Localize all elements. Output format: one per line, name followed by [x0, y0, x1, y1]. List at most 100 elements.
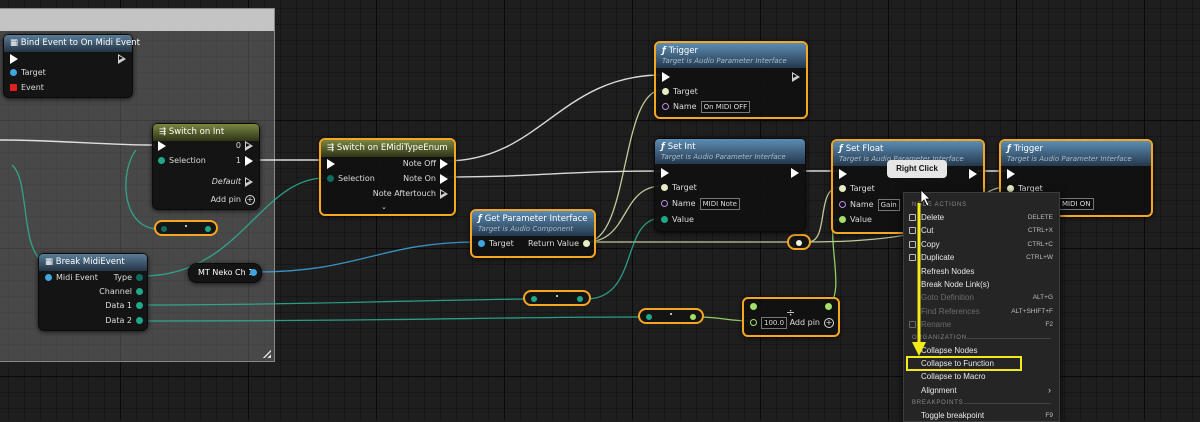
node-neko-variable[interactable]: MT Neko Ch 1	[188, 263, 262, 283]
node-break-midievent[interactable]: ▦ Break MidiEvent Midi Event Type Channe…	[38, 253, 148, 331]
target-pin[interactable]	[662, 88, 669, 95]
exec-out-pin[interactable]	[245, 176, 253, 187]
reroute-knot[interactable]	[787, 234, 811, 250]
exec-out-pin[interactable]	[792, 71, 800, 82]
name-value-field[interactable]: On MIDI OFF	[700, 100, 751, 113]
add-pin-button[interactable]: Add pin+	[207, 193, 255, 207]
conversion-node[interactable]	[154, 220, 218, 236]
input-b-pin[interactable]	[750, 319, 757, 326]
menu-item-break-node-links[interactable]: Break Node Link(s)	[904, 278, 1059, 291]
result-pin[interactable]	[825, 303, 832, 310]
target-pin[interactable]	[661, 184, 668, 191]
output-pin[interactable]	[577, 296, 583, 302]
midi-event-pin[interactable]	[45, 274, 52, 281]
exec-in-pin[interactable]	[661, 167, 669, 178]
menu-item-collapse-nodes[interactable]: Collapse Nodes	[904, 344, 1059, 357]
input-pin[interactable]	[161, 226, 167, 232]
exec-out-pin[interactable]	[245, 140, 253, 151]
input-pin[interactable]	[531, 296, 537, 302]
exec-in-pin[interactable]	[327, 158, 335, 169]
name-value-field[interactable]: Gain	[877, 198, 900, 211]
menu-item-label: Toggle breakpoint	[921, 411, 985, 421]
exec-in-pin[interactable]	[10, 53, 18, 64]
comment-title-bar[interactable]	[0, 9, 274, 31]
int-wire	[11, 164, 45, 263]
conversion-node[interactable]	[638, 308, 704, 324]
input-pin[interactable]	[646, 314, 652, 320]
name-pin[interactable]	[661, 200, 668, 207]
exec-in-pin[interactable]	[1007, 168, 1015, 179]
exec-in-pin[interactable]	[839, 168, 847, 179]
selection-pin[interactable]	[327, 175, 334, 182]
node-header[interactable]: ⇶ Switch on Int	[153, 124, 259, 141]
channel-pin[interactable]	[136, 288, 143, 295]
node-header[interactable]: ▦ Bind Event to On Midi Event	[4, 35, 140, 52]
data1-pin[interactable]	[136, 302, 143, 309]
output-pin[interactable]	[205, 226, 211, 232]
add-pin-button[interactable]: Add pin+	[786, 316, 834, 330]
target-pin[interactable]	[1007, 185, 1014, 192]
node-divide[interactable]: ÷ 100.0 Add pin+	[742, 297, 840, 337]
menu-item-refresh-nodes[interactable]: Refresh Nodes	[904, 265, 1059, 278]
node-header[interactable]: ⇶ Switch on EMidiTypeEnum	[321, 140, 454, 157]
return-value-pin[interactable]	[583, 240, 590, 247]
exec-in-pin[interactable]	[158, 140, 166, 151]
name-pin[interactable]	[839, 201, 846, 208]
exec-out-pin[interactable]	[791, 167, 799, 178]
node-bind-event[interactable]: ▦ Bind Event to On Midi Event Target Eve…	[3, 34, 140, 98]
data2-pin[interactable]	[136, 317, 143, 324]
output-pin[interactable]	[690, 314, 696, 320]
type-pin[interactable]	[136, 274, 143, 281]
event-pin[interactable]	[10, 84, 17, 91]
node-switch-enum[interactable]: ⇶ Switch on EMidiTypeEnum Note Off Selec…	[319, 138, 456, 216]
resize-grip-icon[interactable]	[263, 350, 271, 358]
target-pin[interactable]	[10, 69, 17, 76]
name-pin[interactable]	[662, 103, 669, 110]
target-pin[interactable]	[839, 185, 846, 192]
value-pin[interactable]	[839, 216, 846, 223]
selection-pin[interactable]	[158, 157, 165, 164]
variable-out-pin[interactable]	[250, 269, 257, 276]
conversion-dot-icon	[185, 225, 187, 227]
menu-item-collapse-to-macro[interactable]: Collapse to Macro	[904, 370, 1059, 383]
conversion-node[interactable]	[523, 290, 591, 306]
menu-section-organization: ORGANIZATION	[904, 332, 1059, 344]
target-pin[interactable]	[478, 240, 485, 247]
name-value-field[interactable]: MIDI Note	[699, 197, 740, 210]
exec-out-pin[interactable]	[440, 158, 448, 169]
exec-out-pin[interactable]	[969, 168, 977, 179]
knot-pin[interactable]	[796, 240, 802, 246]
exec-out-pin[interactable]	[440, 188, 448, 199]
pin-label: Channel	[99, 287, 132, 296]
menu-item-alignment[interactable]: Alignment›	[904, 384, 1059, 397]
exec-out-pin[interactable]	[245, 155, 253, 166]
exec-in-pin[interactable]	[662, 71, 670, 82]
menu-item-shortcut: DELETE	[1027, 214, 1053, 221]
divisor-field[interactable]: 100.0	[761, 316, 788, 329]
node-header[interactable]: ▦ Break MidiEvent	[39, 254, 147, 271]
menu-item-collapse-to-function[interactable]: Collapse to Function	[906, 355, 1022, 372]
exec-out-pin[interactable]	[118, 53, 126, 64]
chevron-down-icon[interactable]: ⌄	[381, 203, 387, 211]
node-switch-on-int[interactable]: ⇶ Switch on Int 0 Selection 1 Default Ad…	[152, 123, 260, 210]
input-a-pin[interactable]	[750, 303, 757, 310]
value-pin[interactable]	[661, 216, 668, 223]
exec-out-pin[interactable]	[440, 173, 448, 184]
